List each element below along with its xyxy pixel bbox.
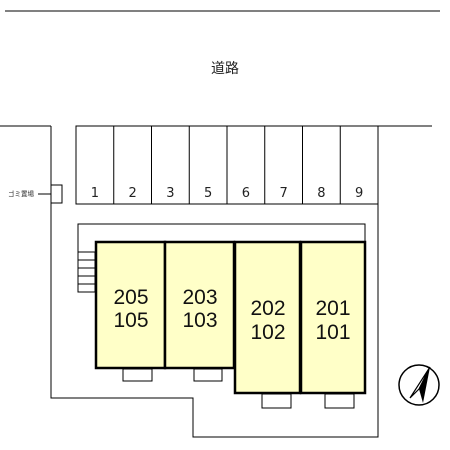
parking-space-label: 2 [128,186,136,201]
parking-labels: 1 2 3 5 6 7 8 9 [91,186,364,201]
parking-space-label: 3 [166,186,174,201]
unit-lower-number: 103 [182,309,217,332]
unit-lower-number: 101 [315,321,350,344]
outdoor-unit [193,368,223,382]
unit-upper-number: 203 [182,286,217,309]
outdoor-unit [122,368,153,382]
garbage-station [50,184,63,204]
parking-space-label: 7 [279,186,287,201]
unit-202-102: 202 102 [233,240,302,395]
parking-space-label: 6 [242,186,250,201]
outdoor-unit [324,393,355,409]
unit-lower-number: 102 [250,321,285,344]
unit-upper-number: 201 [315,297,350,320]
garbage-label: ゴミ置場 [8,189,35,198]
parking-space-label: 5 [204,186,212,201]
unit-upper-number: 202 [250,297,285,320]
parking-space-label: 1 [91,186,99,201]
parking-space-label: 8 [317,186,325,201]
unit-205-105: 205 105 [94,240,167,370]
lot-boundary [50,126,379,438]
outdoor-unit [261,393,292,409]
parking-dividers [113,126,341,204]
parking-space-label: 9 [355,186,363,201]
stairs [77,251,96,293]
north-arrow-icon [398,364,440,406]
unit-lower-number: 105 [113,309,148,332]
road-label: 道路 [211,61,239,77]
unit-203-103: 203 103 [163,240,236,370]
unit-block [299,240,367,395]
unit-upper-number: 205 [113,286,148,309]
unit-201-101: 201 101 [299,240,367,395]
unit-block [233,240,302,395]
